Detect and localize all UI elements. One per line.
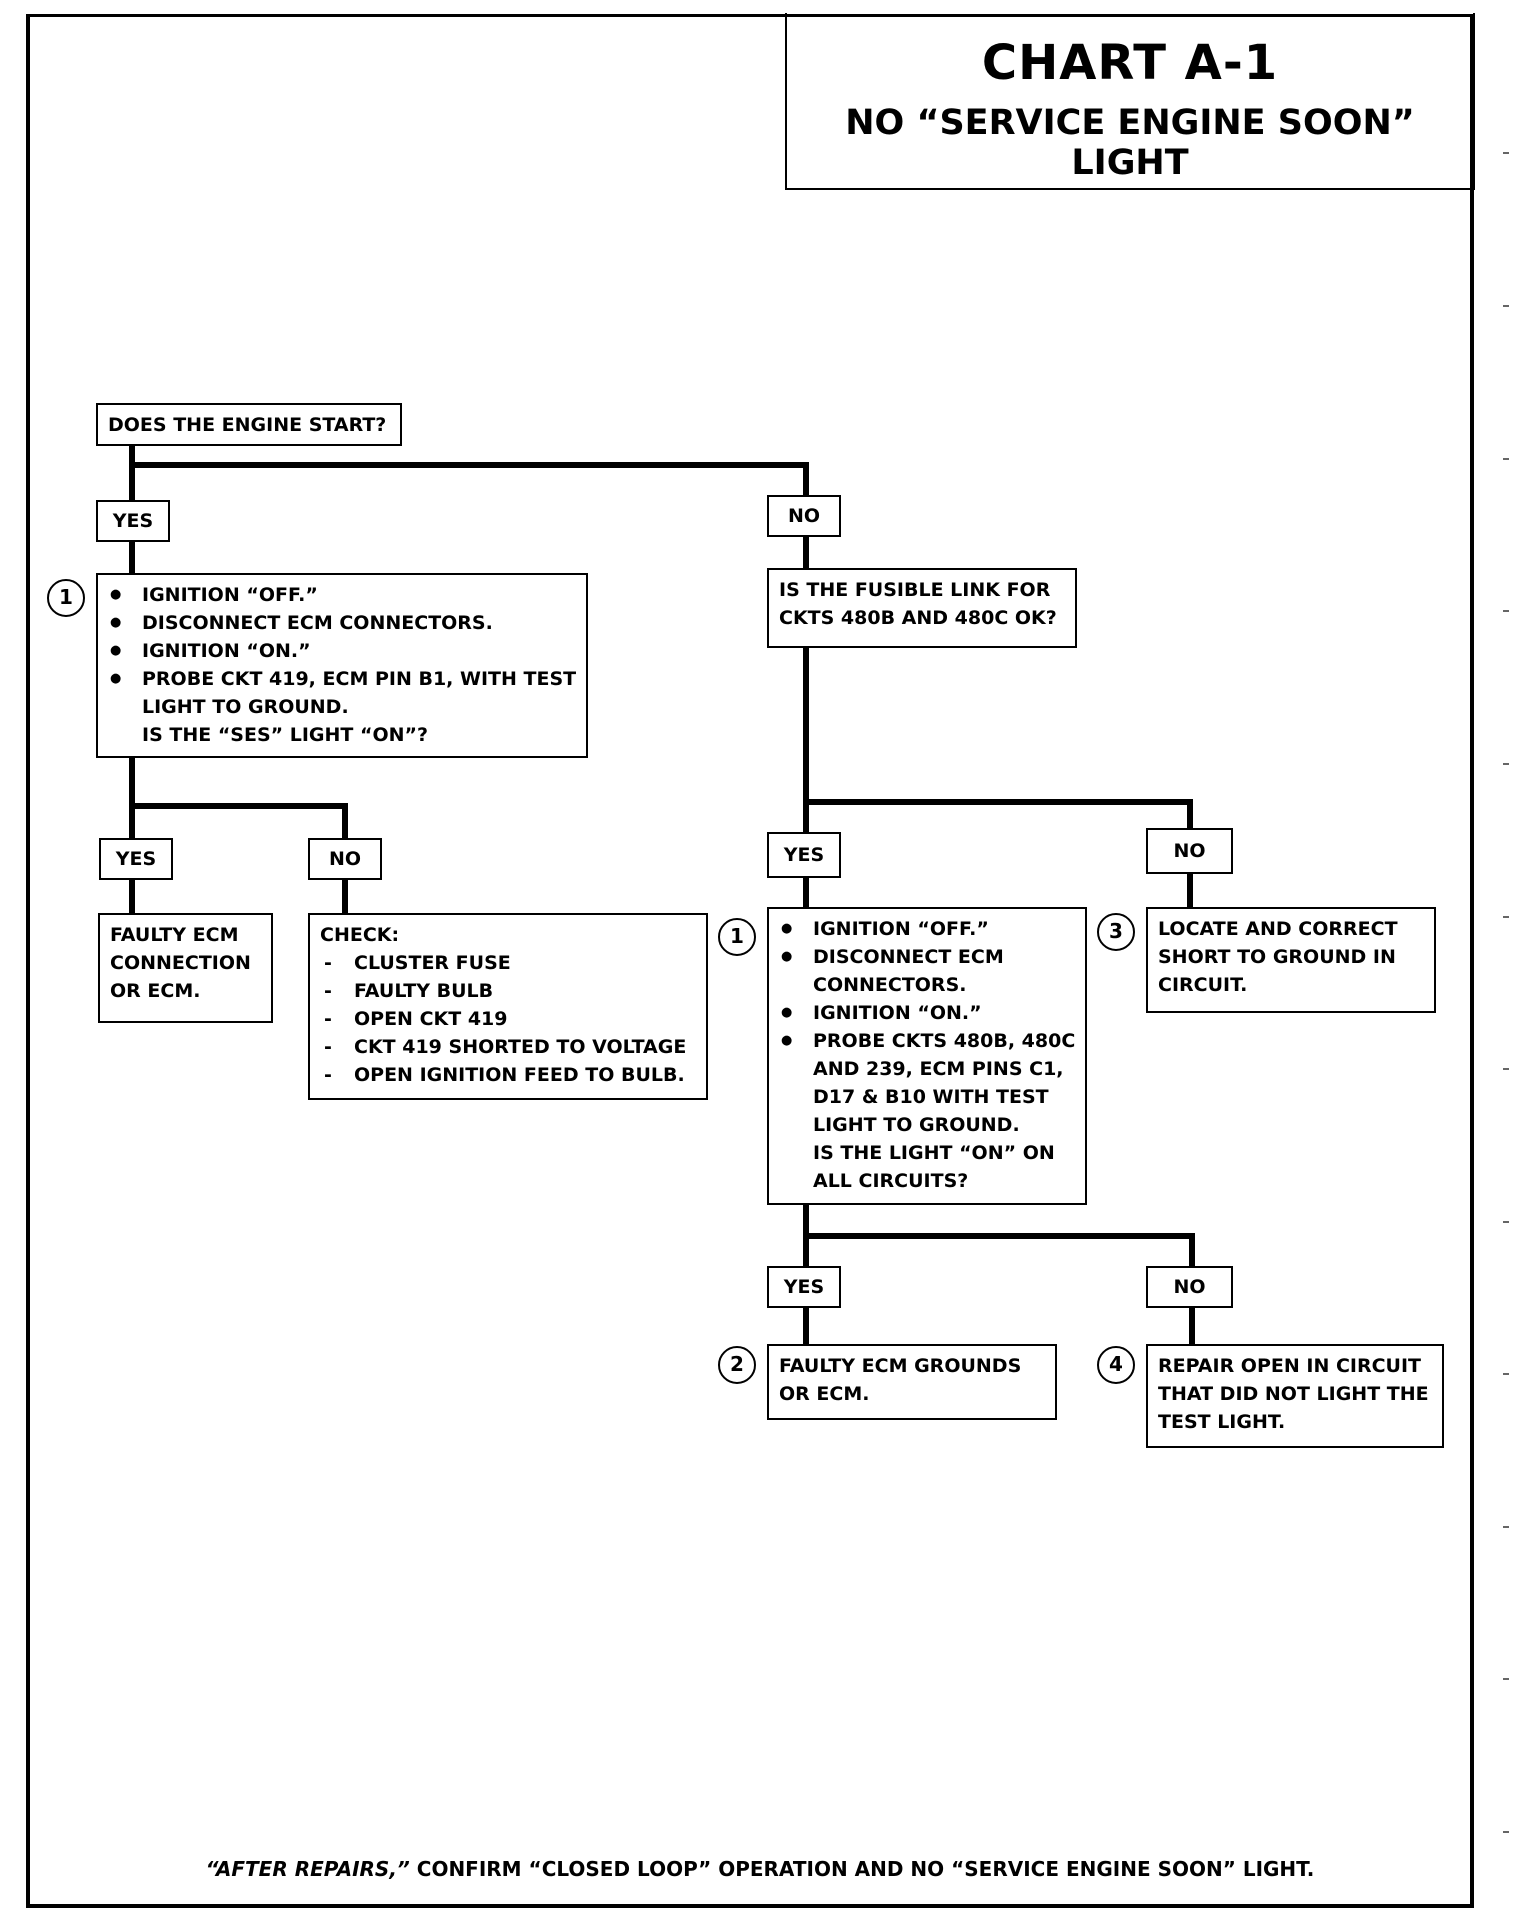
step-number-4: 4 <box>1097 1346 1135 1384</box>
step-number-2: 2 <box>718 1346 756 1384</box>
check-items: CLUSTER FUSE FAULTY BULB OPEN CKT 419 CK… <box>320 949 696 1089</box>
left-test-question: IS THE “SES” LIGHT “ON”? <box>142 724 429 746</box>
footer-note: “AFTER REPAIRS,” CONFIRM “CLOSED LOOP” O… <box>0 1857 1520 1881</box>
label-no-fusible-link: NO <box>1146 828 1233 874</box>
faulty-ecm-grounds-result: FAULTY ECM GROUNDS OR ECM. <box>767 1344 1057 1420</box>
label-no-all-circuits: NO <box>1146 1266 1233 1308</box>
faulty-ecm-connection-result: FAULTY ECM CONNECTION OR ECM. <box>98 913 273 1023</box>
right-test-step-list: IGNITION “OFF.” DISCONNECT ECM <box>779 915 1075 971</box>
label-no-engine-starts: NO <box>767 495 841 537</box>
label-yes-all-circuits: YES <box>767 1266 841 1308</box>
right-test-question: IS THE LIGHT “ON” ON <box>813 1142 1055 1164</box>
label-yes-engine-starts: YES <box>96 500 170 542</box>
chart-title: CHART A-1 <box>981 35 1279 91</box>
left-test-step-list: IGNITION “OFF.” DISCONNECT ECM CONNECTOR… <box>108 581 576 693</box>
check-heading: CHECK: <box>320 924 400 946</box>
label-no-ses-light: NO <box>308 838 382 880</box>
chart-subtitle: NO “SERVICE ENGINE SOON” LIGHT <box>845 103 1415 183</box>
label-yes-ses-light: YES <box>99 838 173 880</box>
page-frame <box>26 14 1474 1908</box>
footer-italic: “AFTER REPAIRS,” <box>205 1857 410 1881</box>
check-list-result: CHECK: CLUSTER FUSE FAULTY BULB OPEN CKT… <box>308 913 708 1100</box>
title-block: CHART A-1 NO “SERVICE ENGINE SOON” LIGHT <box>785 13 1475 190</box>
fusible-link-question: IS THE FUSIBLE LINK FOR CKTS 480B AND 48… <box>767 568 1077 648</box>
left-test-step: IGNITION “OFF.” DISCONNECT ECM CONNECTOR… <box>96 573 588 758</box>
footer-text: CONFIRM “CLOSED LOOP” OPERATION AND NO “… <box>409 1857 1315 1881</box>
engine-start-question: DOES THE ENGINE START? <box>96 403 402 446</box>
right-test-step: IGNITION “OFF.” DISCONNECT ECM CONNECTOR… <box>767 907 1087 1205</box>
label-yes-fusible-link: YES <box>767 832 841 878</box>
repair-open-circuit-result: REPAIR OPEN IN CIRCUIT THAT DID NOT LIGH… <box>1146 1344 1444 1448</box>
step-number-1-left: 1 <box>47 579 85 617</box>
step-number-1-right: 1 <box>718 918 756 956</box>
step-number-3: 3 <box>1097 913 1135 951</box>
locate-short-result: LOCATE AND CORRECT SHORT TO GROUND IN CI… <box>1146 907 1436 1013</box>
